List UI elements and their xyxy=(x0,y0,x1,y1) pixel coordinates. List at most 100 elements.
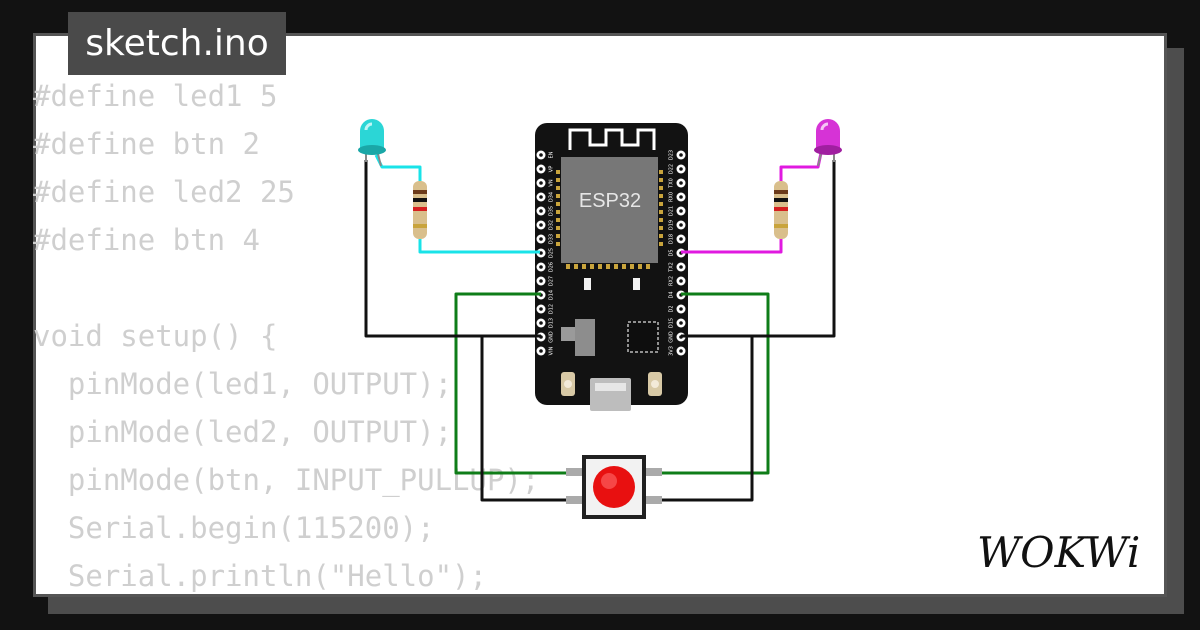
module-pad xyxy=(646,264,650,269)
wokwi-logo: WOKWi xyxy=(977,528,1140,577)
wire-black-left-led xyxy=(364,160,541,338)
module-pad xyxy=(556,178,560,182)
module-pad xyxy=(582,264,586,269)
module-pad xyxy=(556,170,560,174)
left-pin-hole xyxy=(539,195,543,199)
left-pin-label: VIN xyxy=(549,346,555,355)
right-pin-hole xyxy=(679,223,683,227)
left-pin-label: VP xyxy=(549,166,555,172)
esp32-chip xyxy=(561,157,658,263)
led-magenta[interactable] xyxy=(814,119,842,167)
right-pin-label: TX0 xyxy=(669,178,675,189)
right-pin-label: D19 xyxy=(669,220,675,230)
chip-label: ESP32 xyxy=(579,190,641,212)
module-pad xyxy=(622,264,626,269)
module-pad xyxy=(659,210,663,214)
right-pin-label: TX2 xyxy=(669,262,675,273)
module-pad xyxy=(659,242,663,246)
module-pad xyxy=(556,234,560,238)
right-pin-hole xyxy=(679,153,683,157)
module-pad xyxy=(556,194,560,198)
right-pin-hole xyxy=(679,237,683,241)
right-pin-hole xyxy=(679,209,683,213)
right-pin-label: D22 xyxy=(669,164,675,174)
left-pin-hole xyxy=(539,153,543,157)
wire-black-right-led xyxy=(681,160,836,338)
right-pin-label: RX0 xyxy=(669,192,675,202)
right-pin-hole xyxy=(679,321,683,325)
code-line: pinMode(led1, OUTPUT); xyxy=(33,367,453,401)
module-pad xyxy=(638,264,642,269)
left-pin-label: D33 xyxy=(549,234,555,244)
right-pin-label: D15 xyxy=(669,318,675,328)
module-pad xyxy=(659,234,663,238)
resistor-left[interactable] xyxy=(413,181,427,239)
code-line: Serial.println("Hello"); xyxy=(33,559,487,593)
left-pin-label: GND xyxy=(549,331,555,343)
wire-cyan-board xyxy=(418,232,540,254)
code-line: pinMode(btn, INPUT_PULLUP); xyxy=(33,463,540,497)
wires xyxy=(364,152,836,502)
left-pin-label: D27 xyxy=(549,276,555,286)
code-line: pinMode(led2, OUTPUT); xyxy=(33,415,453,449)
module-pad xyxy=(556,242,560,246)
module-pad xyxy=(630,264,634,269)
voltage-regulator xyxy=(575,319,595,356)
right-pin-hole xyxy=(679,349,683,353)
module-pad xyxy=(590,264,594,269)
right-pin-label: D23 xyxy=(669,150,675,160)
module-pad xyxy=(556,202,560,206)
left-pin-label: D12 xyxy=(549,304,555,314)
code-line: #define btn 2 xyxy=(33,127,260,161)
left-pin-hole xyxy=(539,237,543,241)
left-pin-label: EN xyxy=(549,151,555,158)
file-tab[interactable]: sketch.ino xyxy=(68,12,286,75)
left-pin-hole xyxy=(539,321,543,325)
left-pin-label: D13 xyxy=(549,318,555,328)
right-pin-hole xyxy=(679,307,683,311)
module-pad xyxy=(598,264,602,269)
right-pin-label: D2 xyxy=(669,305,675,312)
right-pin-hole xyxy=(679,265,683,269)
resistor-right[interactable] xyxy=(774,181,788,239)
module-pad xyxy=(606,264,610,269)
esp32-board[interactable]: ESP32 ENVPVND34D35D32D33D25D26D27D14D12D… xyxy=(535,123,688,411)
left-pin-hole xyxy=(539,265,543,269)
module-pad xyxy=(659,170,663,174)
wire-magenta-board xyxy=(681,232,783,254)
right-pin-label: 3V3 xyxy=(669,346,675,356)
right-pin-label: D4 xyxy=(669,291,675,298)
module-pad xyxy=(556,186,560,190)
module-pad xyxy=(659,218,663,222)
left-pin-hole xyxy=(539,307,543,311)
right-pin-hole xyxy=(679,279,683,283)
wire-black-button-right xyxy=(652,334,754,502)
module-pad xyxy=(556,210,560,214)
code-editor: #define led1 5#define btn 2#define led2 … xyxy=(33,72,539,600)
left-pin-label: D32 xyxy=(549,220,555,230)
left-pin-hole xyxy=(539,349,543,353)
module-pad xyxy=(556,226,560,230)
module-pad xyxy=(659,194,663,198)
led-cyan[interactable] xyxy=(358,119,386,167)
left-pin-hole xyxy=(539,279,543,283)
module-pad xyxy=(659,226,663,230)
left-pin-label: VN xyxy=(549,179,555,186)
module-pad xyxy=(574,264,578,269)
module-pad xyxy=(659,186,663,190)
left-pin-label: D25 xyxy=(549,248,555,258)
wire-green-left xyxy=(454,292,576,475)
right-pin-label: D21 xyxy=(669,206,675,216)
right-pin-header: D23D22TX0RX0D21D19D18D5TX2RX2D4D2D15GND3… xyxy=(669,150,686,356)
right-pin-label: RX2 xyxy=(669,276,675,286)
left-pin-hole xyxy=(539,181,543,185)
module-pad xyxy=(556,218,560,222)
wire-green-right xyxy=(652,292,770,475)
module-pad xyxy=(566,264,570,269)
code-line: #define led1 5 xyxy=(33,79,278,113)
push-button[interactable] xyxy=(566,455,662,519)
code-line: void setup() { xyxy=(33,319,278,353)
right-pin-label: GND xyxy=(669,331,675,343)
right-pin-hole xyxy=(679,181,683,185)
